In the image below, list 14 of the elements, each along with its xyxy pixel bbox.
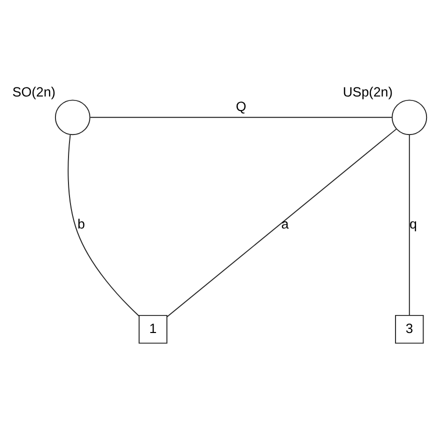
- node-circle: [54, 100, 90, 136]
- connector: [166, 128, 397, 318]
- edge-label: q: [410, 216, 417, 232]
- connector: [90, 116, 392, 118]
- connector: [68, 134, 140, 316]
- node-box: 1: [138, 314, 168, 344]
- node-label: USp(2n): [342, 84, 393, 100]
- node-label: SO(2n): [12, 84, 56, 100]
- connector: [408, 134, 410, 316]
- edge-label: a: [281, 216, 289, 232]
- node-box: 3: [395, 314, 424, 344]
- edge-label: b: [78, 216, 85, 232]
- edge-label: Q: [236, 98, 246, 114]
- node-circle: [392, 100, 428, 136]
